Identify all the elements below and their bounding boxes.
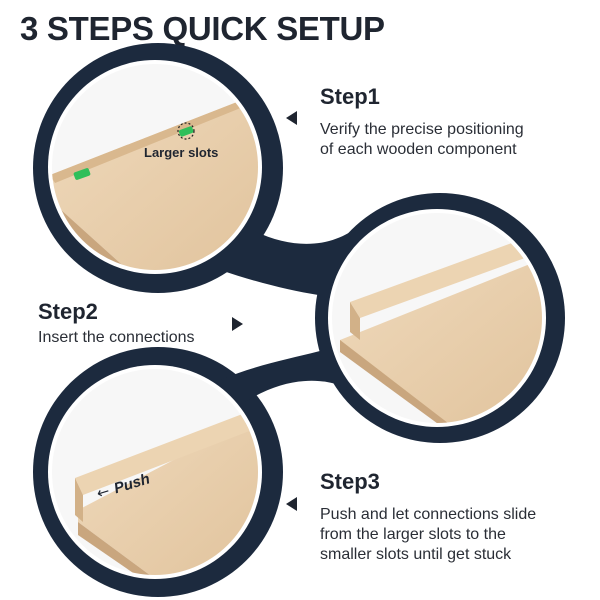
step1-pointer-icon <box>286 111 297 125</box>
step2-photo <box>332 213 542 423</box>
step1-connector-left <box>73 168 91 180</box>
step1-title: Step1 <box>320 84 380 109</box>
step2-pointer-icon <box>232 317 243 331</box>
larger-slot-marker <box>177 122 195 140</box>
step3-title: Step3 <box>320 469 380 494</box>
step3-description: Push and let connections slide from the … <box>320 506 537 563</box>
step1-connector-right <box>178 126 194 137</box>
page-title: 3 STEPS QUICK SETUP <box>20 10 385 47</box>
step1-description: Verify the precise positioning of each w… <box>320 121 524 158</box>
step2-description: Insert the connections <box>38 329 195 346</box>
step3-photo: ← Push <box>52 369 258 575</box>
step1-photo: Larger slots <box>52 64 258 270</box>
larger-slots-label: Larger slots <box>144 145 218 160</box>
step2-title: Step2 <box>38 299 98 324</box>
push-arrow-icon: ← <box>94 482 111 503</box>
step3-pointer-icon <box>286 497 297 511</box>
